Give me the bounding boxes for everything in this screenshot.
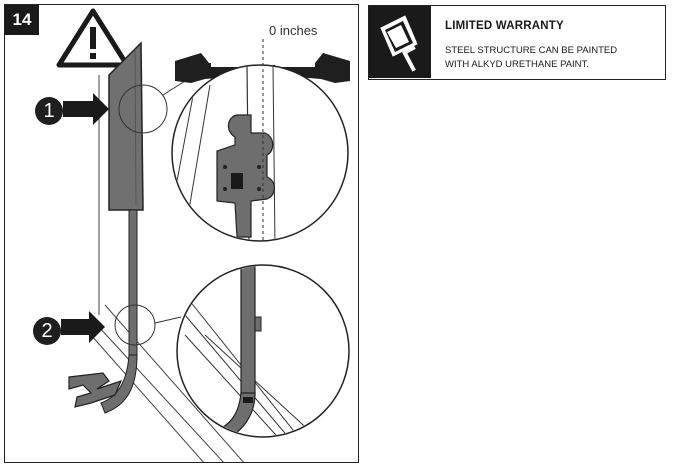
warranty-line-1: STEEL STRUCTURE CAN BE PAINTED — [445, 45, 618, 56]
arrow-1 — [63, 93, 109, 125]
support-rod — [100, 209, 138, 414]
callout-1: 1 — [35, 97, 63, 125]
callout-2: 2 — [33, 317, 61, 345]
installation-diagram — [56, 8, 350, 462]
instruction-step-panel: 14 0 inches 1 2 — [4, 4, 359, 463]
arrow-2 — [61, 311, 105, 343]
measurement-label: 0 inches — [269, 23, 318, 38]
wrench-tool — [68, 372, 123, 408]
warranty-line-2: WITH ALKYD URETHANE PAINT. — [445, 59, 589, 70]
step-number: 14 — [5, 5, 39, 35]
zoom-detail-upper — [171, 64, 349, 242]
warning-triangle-icon — [56, 8, 130, 68]
paint-icon-box — [369, 6, 431, 78]
zoom-detail-lower — [176, 264, 350, 438]
paint-roller-icon — [380, 15, 418, 72]
warranty-body: STEEL STRUCTURE CAN BE PAINTED WITH ALKY… — [445, 44, 655, 72]
warranty-title: LIMITED WARRANTY — [445, 20, 564, 32]
warranty-notice: LIMITED WARRANTY STEEL STRUCTURE CAN BE … — [368, 5, 666, 80]
